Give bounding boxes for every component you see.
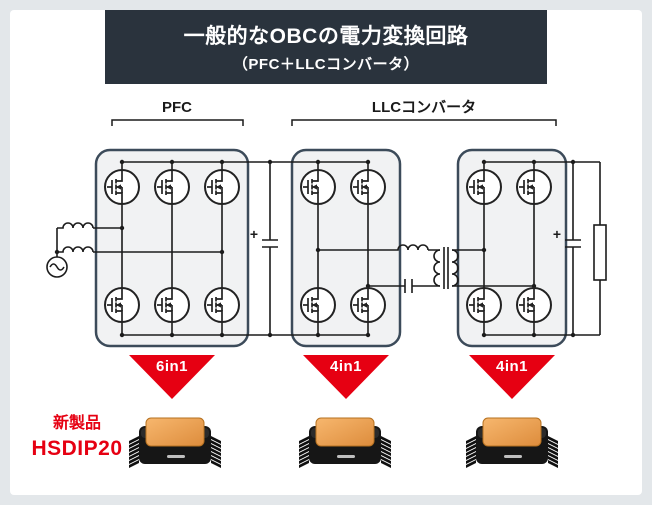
header-banner: 一般的なOBCの電力変換回路 （PFC＋LLCコンバータ）	[105, 10, 547, 84]
power-module-image-4in1-b	[464, 410, 560, 472]
content-card: 一般的なOBCの電力変換回路 （PFC＋LLCコンバータ）	[10, 10, 642, 495]
page-title: 一般的なOBCの電力変換回路	[183, 25, 469, 48]
output-plus-label: +	[553, 226, 561, 242]
page-subtitle: （PFC＋LLCコンバータ）	[232, 56, 420, 73]
power-module-image-4in1-a	[297, 410, 393, 472]
mosfet-icon	[154, 287, 190, 323]
mosfet-icon	[300, 169, 336, 205]
mosfet-icon	[104, 287, 140, 323]
new-product-label: 新製品	[52, 415, 101, 432]
product-name: HSDIP20	[31, 437, 123, 461]
down-arrow-llc-rectifier: 4in1	[469, 355, 555, 399]
llc-section-label: LLCコンバータ	[372, 99, 476, 116]
llc-bracket	[291, 119, 557, 126]
mosfet-icon	[154, 169, 190, 205]
arrow-label: 4in1	[329, 358, 362, 375]
load-resistor-icon	[593, 162, 607, 335]
transformer-icon	[433, 247, 459, 289]
junction-dots	[54, 159, 576, 338]
inductor-icon	[57, 222, 122, 229]
mosfet-icon	[300, 287, 336, 323]
circuit-diagram: PFC LLCコンバータ	[46, 99, 607, 348]
down-arrow-pfc: 6in1	[129, 355, 215, 399]
mosfet-icon	[204, 169, 240, 205]
pfc-bracket	[111, 119, 244, 126]
mosfet-icon	[204, 287, 240, 323]
mosfet-icon	[104, 169, 140, 205]
power-module-image-6in1	[127, 410, 223, 472]
inductor-icon	[57, 246, 222, 253]
down-arrow-llc-primary: 4in1	[303, 355, 389, 399]
arrow-label: 4in1	[495, 358, 528, 375]
mosfet-icon	[516, 287, 552, 323]
dc-link-plus-label: +	[250, 226, 258, 242]
mosfet-icon	[466, 169, 502, 205]
product-callout: 新製品 HSDIP20	[18, 414, 136, 461]
arrow-label: 6in1	[155, 358, 188, 375]
mosfet-icon	[516, 169, 552, 205]
pfc-section-label: PFC	[162, 99, 192, 116]
mosfet-icon	[350, 169, 386, 205]
capacitor-icon	[368, 279, 440, 293]
mosfet-icon	[466, 287, 502, 323]
capacitor-icon	[565, 162, 581, 335]
circuit-wires	[56, 161, 607, 336]
mosfet-icon	[350, 287, 386, 323]
ac-source-icon	[46, 256, 68, 278]
capacitor-icon	[262, 162, 278, 335]
